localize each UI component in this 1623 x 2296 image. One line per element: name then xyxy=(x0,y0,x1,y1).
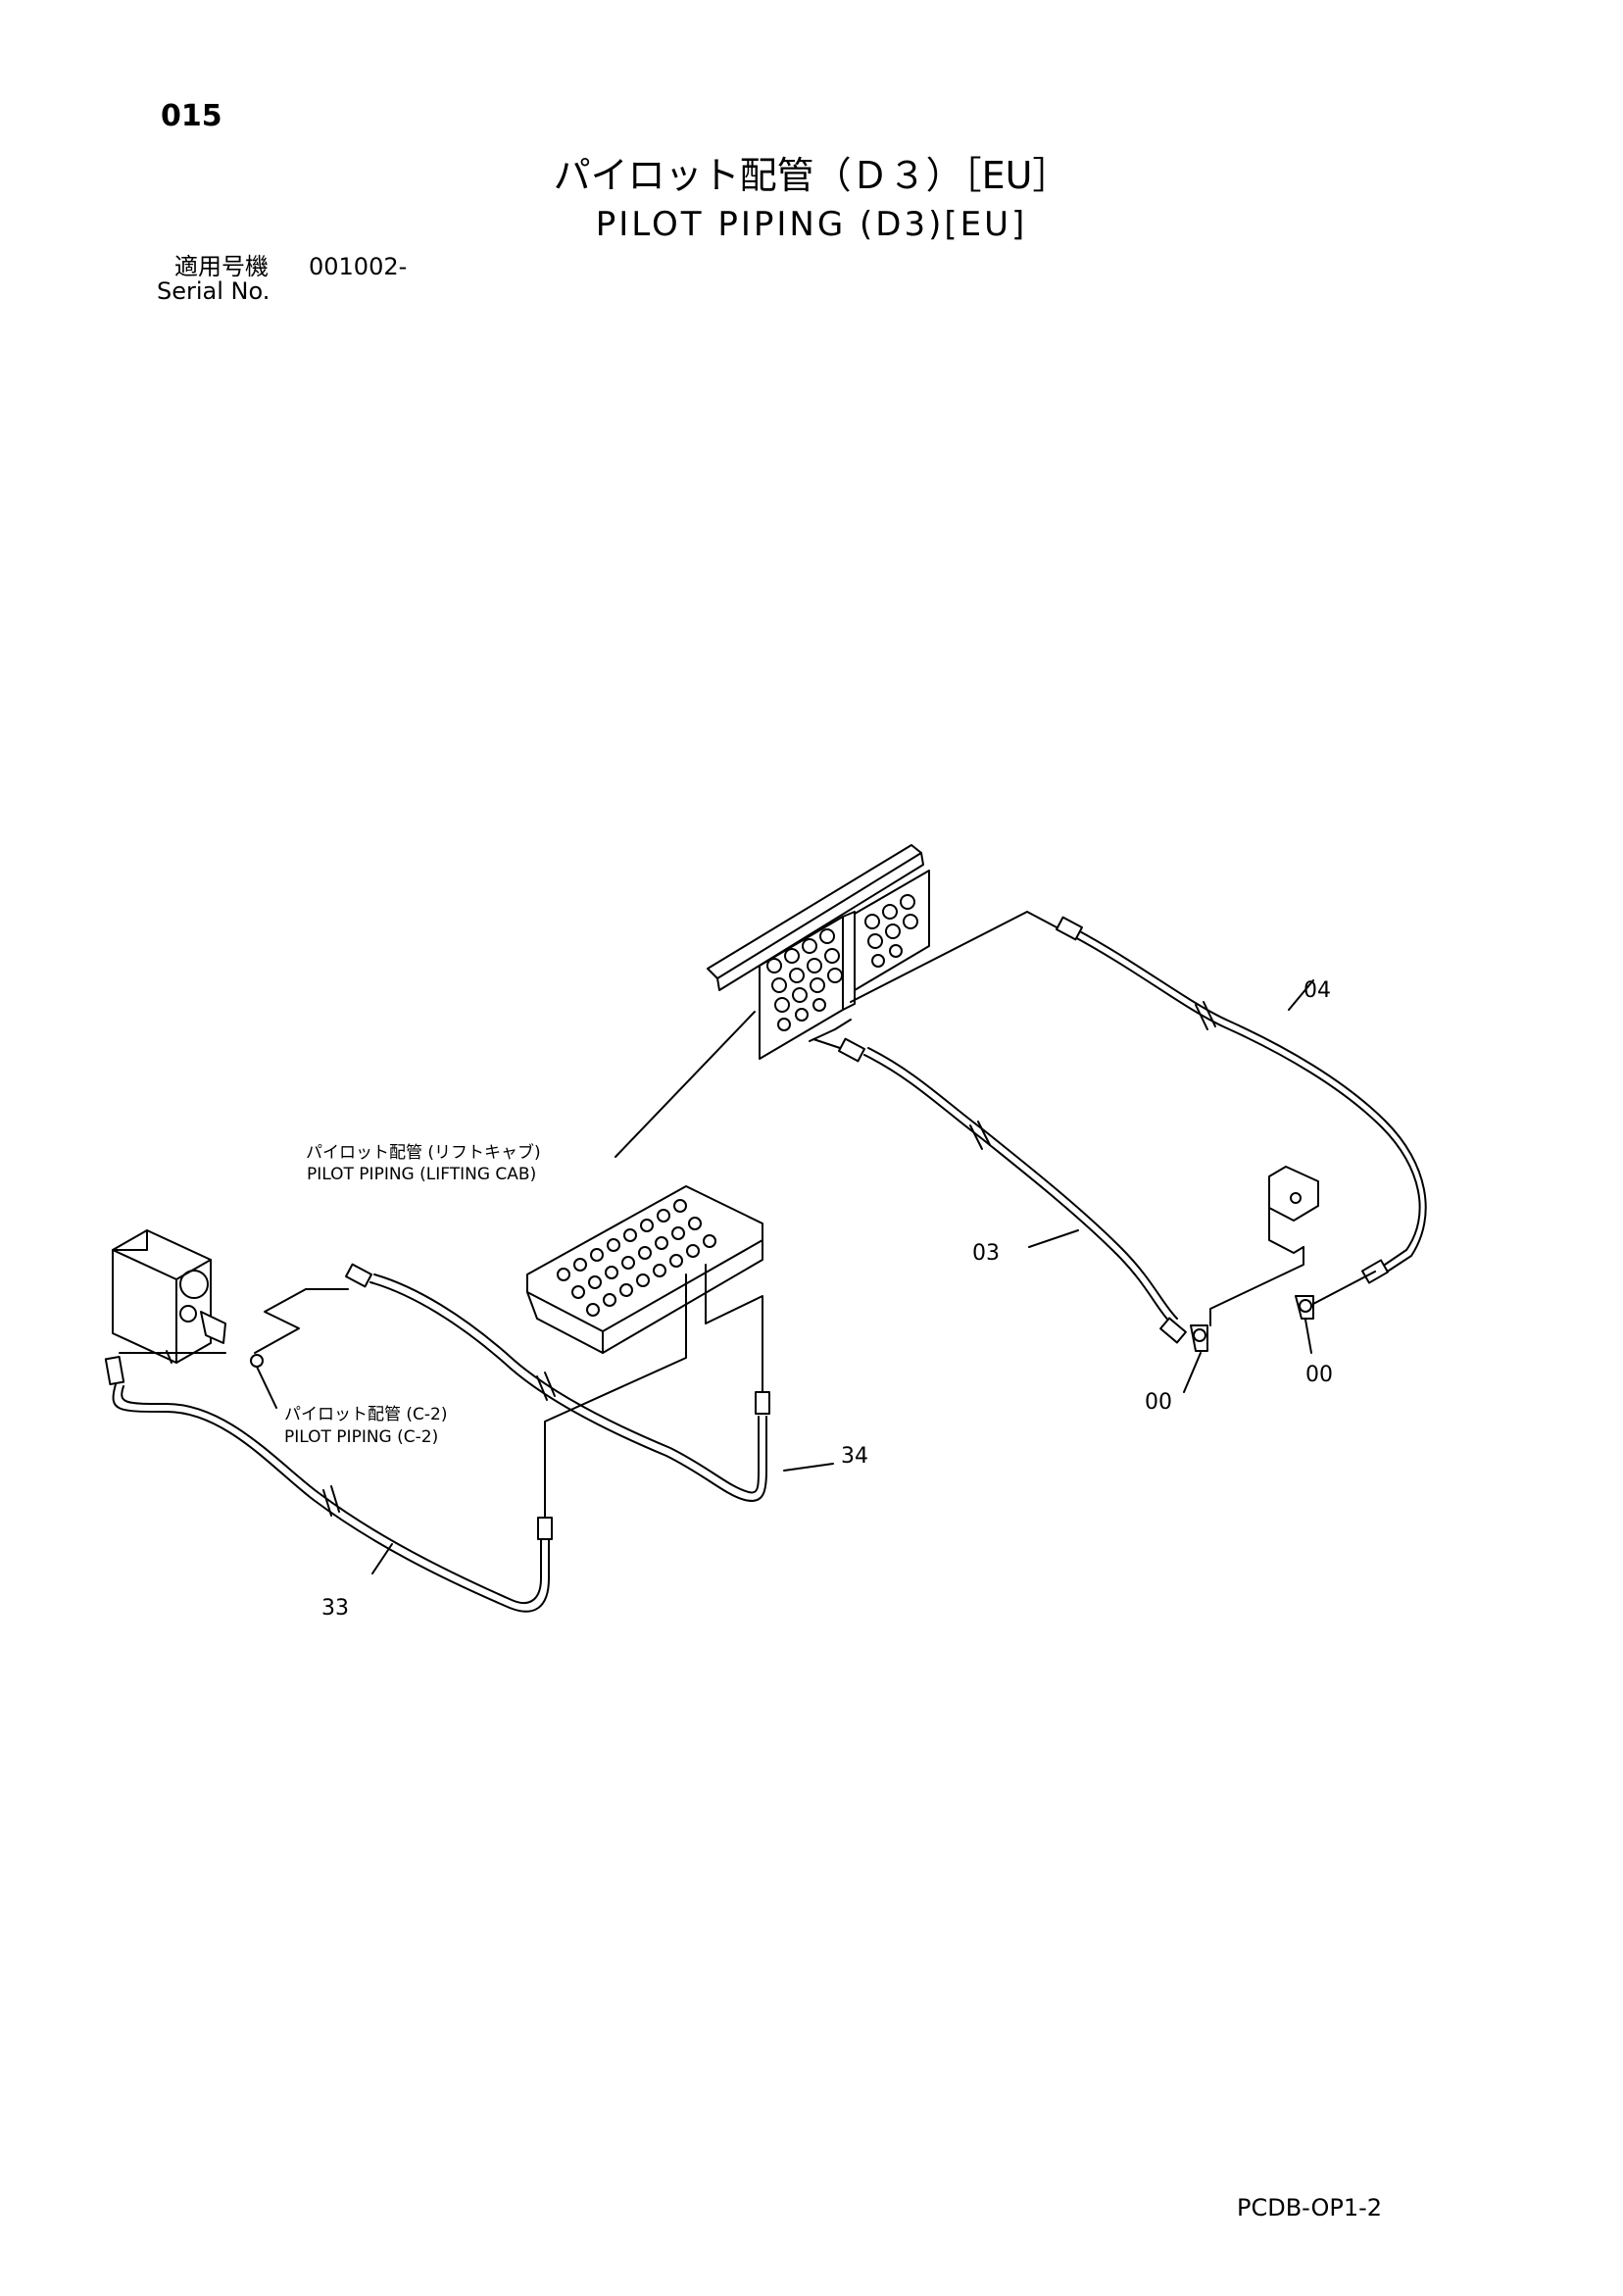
serial-label-japanese: 適用号機 xyxy=(174,253,269,280)
subassembly-c2-jp: パイロット配管 (C-2) xyxy=(284,1405,448,1424)
serial-label-english: Serial No. xyxy=(157,277,270,305)
callout-00-left: 00 xyxy=(1145,1390,1172,1415)
callout-04: 04 xyxy=(1303,978,1331,1003)
leader-34 xyxy=(783,1463,834,1472)
callout-33: 33 xyxy=(321,1596,349,1621)
page-title-english: PILOT PIPING (D3)[EU] xyxy=(595,205,1028,244)
cab-valve-fittings xyxy=(557,1199,716,1317)
hose-33 xyxy=(104,1273,687,1613)
leader-33 xyxy=(371,1543,393,1574)
leader-03 xyxy=(1028,1229,1079,1248)
page-number: 015 xyxy=(161,99,222,133)
subassembly-lifting-cab-en: PILOT PIPING (LIFTING CAB) xyxy=(307,1165,537,1184)
pilot-pump-unit xyxy=(112,1229,226,1364)
elbow-fitting-00-right xyxy=(1295,1295,1314,1320)
upper-valve-fittings xyxy=(766,894,918,1031)
callout-34: 34 xyxy=(841,1444,868,1469)
hose-04 xyxy=(850,911,1427,1305)
serial-number-value: 001002- xyxy=(309,253,408,280)
leader-04 xyxy=(1288,979,1314,1011)
elbow-fitting-00-left xyxy=(1190,1324,1208,1352)
hose-34 xyxy=(254,1263,770,1502)
subassembly-c2-en: PILOT PIPING (C-2) xyxy=(284,1427,439,1447)
right-bracket xyxy=(1209,1166,1319,1326)
subassembly-lifting-cab-jp: パイロット配管 (リフトキャブ) xyxy=(306,1143,541,1163)
cab-valve-block xyxy=(526,1185,763,1354)
hose-03 xyxy=(809,1019,1187,1344)
callout-00-right: 00 xyxy=(1305,1363,1333,1387)
footer-code: PCDB-OP1-2 xyxy=(1237,2194,1383,2221)
page-title-japanese: パイロット配管（Ｄ３）［EU］ xyxy=(553,154,1070,197)
upper-valve-bracket xyxy=(707,844,930,1060)
callout-03: 03 xyxy=(972,1241,1000,1266)
